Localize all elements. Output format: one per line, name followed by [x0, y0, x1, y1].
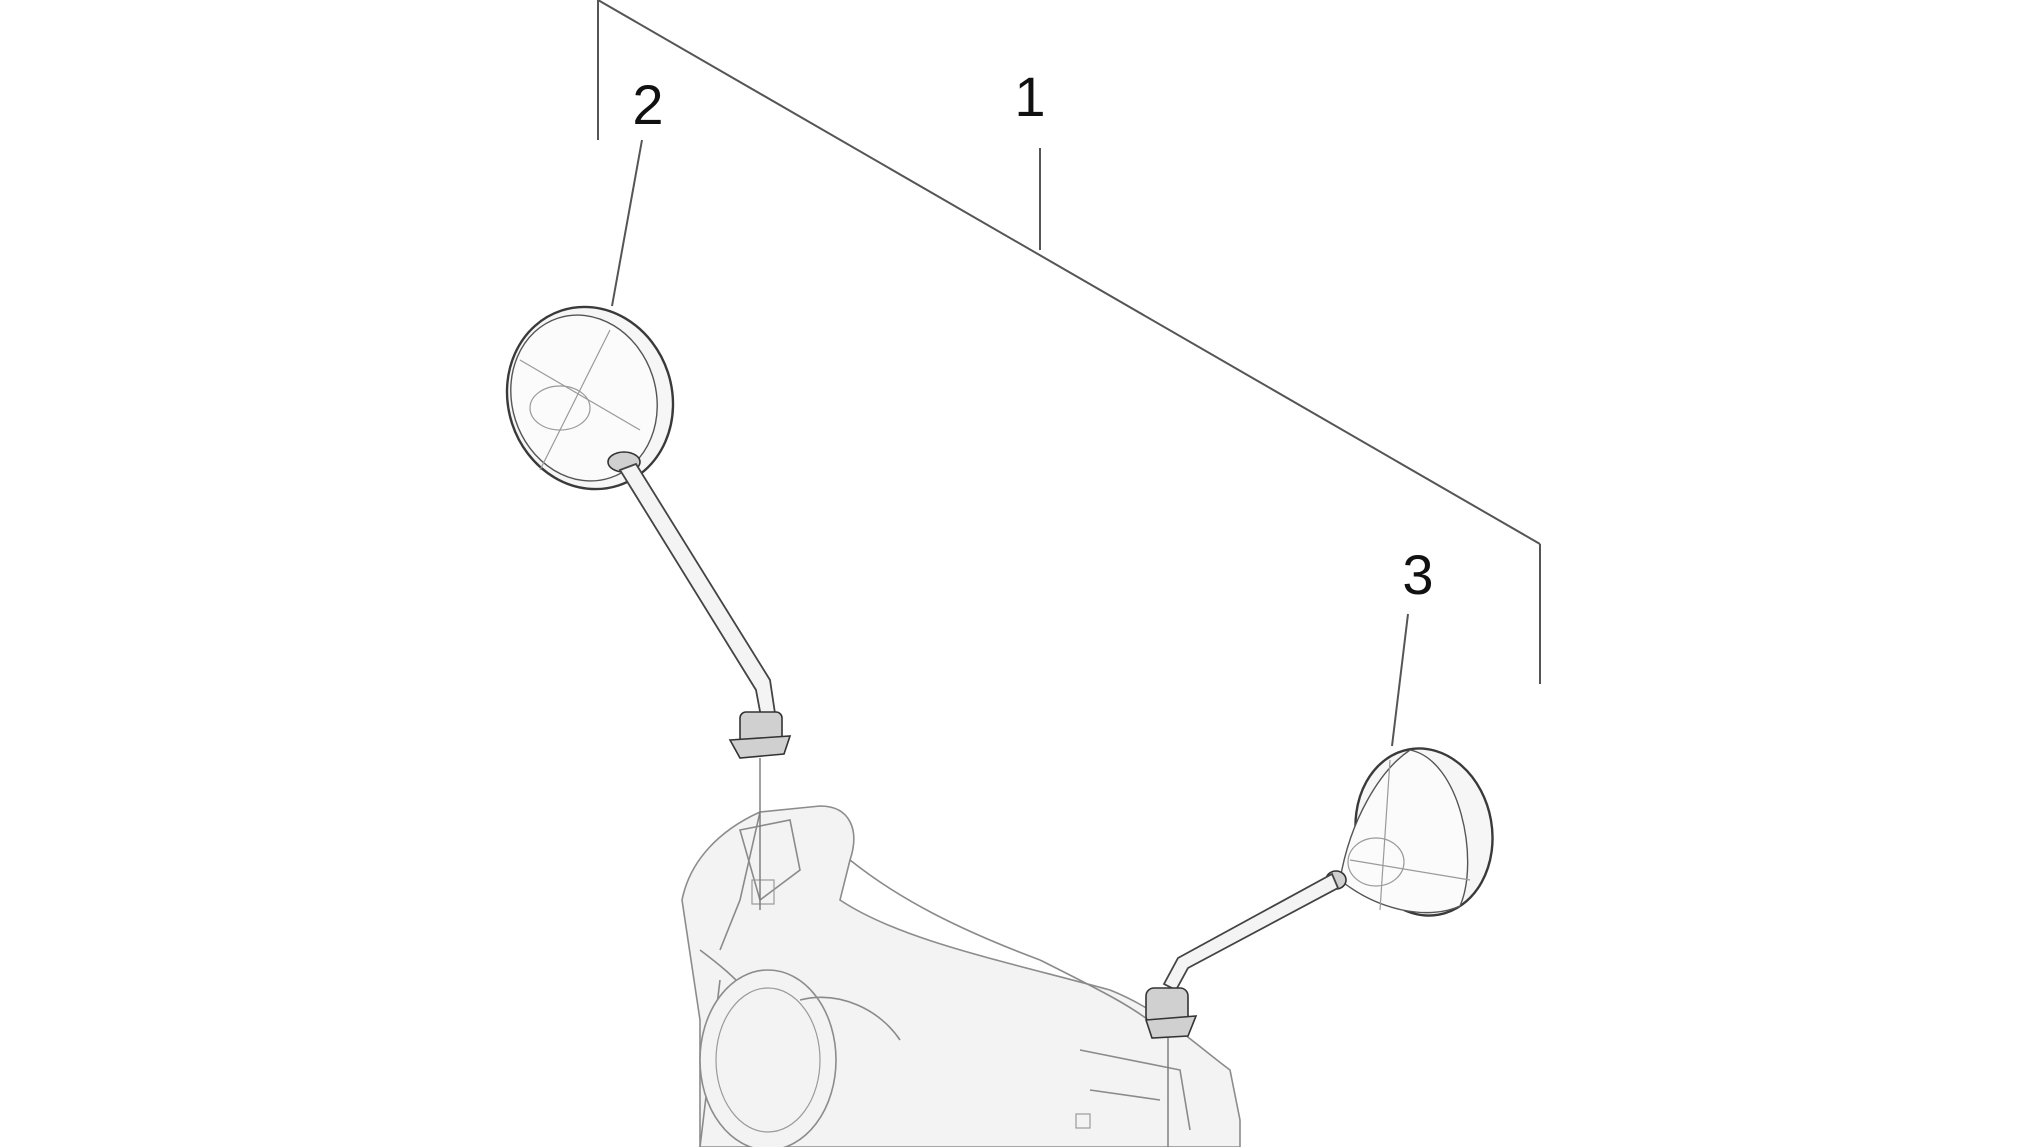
left-mirror [505, 305, 792, 910]
callout-1: 1 [1014, 65, 1045, 128]
leader-line-3 [1391, 613, 1409, 747]
right-mirror [1144, 747, 1494, 1147]
callout-2: 2 [632, 73, 663, 136]
drawing-area [493, 0, 1549, 1147]
handlebar-cover [681, 805, 1241, 1147]
assembly-bracket [597, 0, 1541, 684]
leader-line-2 [611, 139, 643, 307]
callout-3: 3 [1402, 543, 1433, 606]
